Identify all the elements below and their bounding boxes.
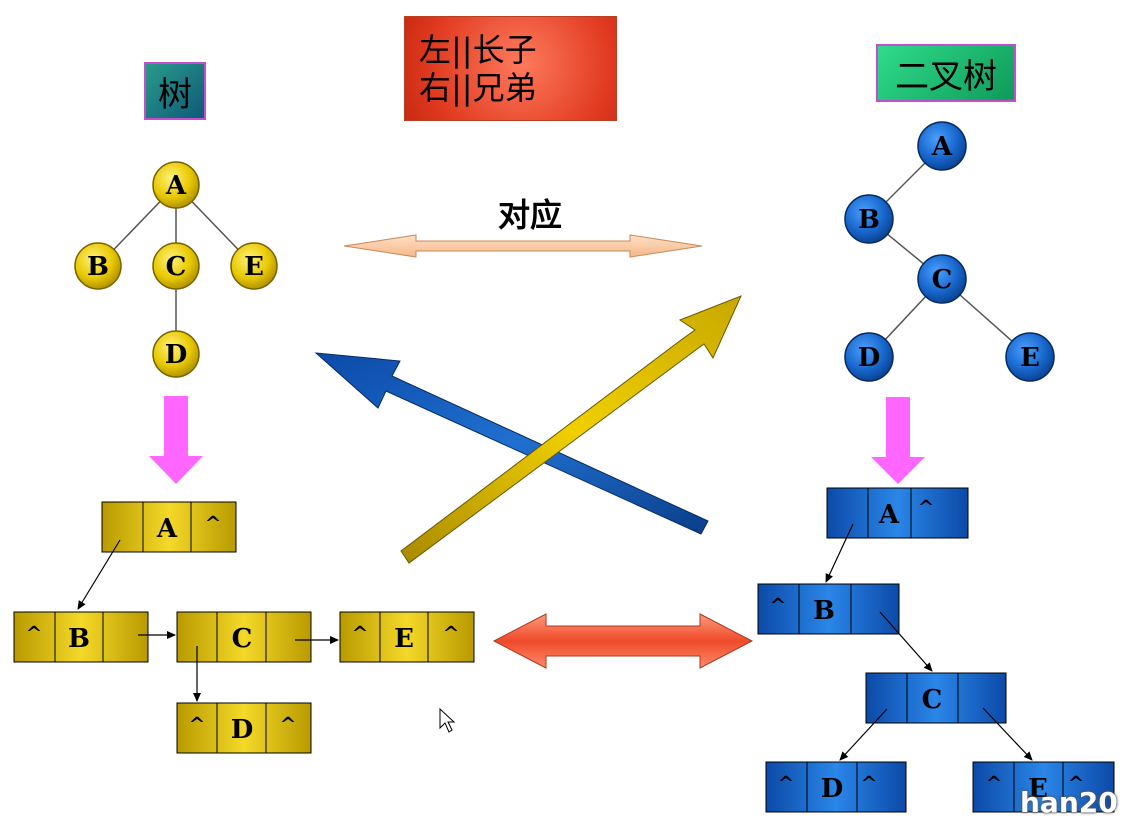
left-cell-d-sibling: ^: [280, 712, 297, 736]
left-pointer-a-b: [77, 539, 121, 610]
left-cell-e-child: ^: [352, 621, 369, 645]
tree-node-b: B: [74, 242, 122, 290]
right-cell-b-data: B: [813, 596, 835, 626]
bintree-node-b: B: [844, 194, 894, 244]
tree-node-c: C: [152, 242, 200, 290]
bintree-node-d: D: [844, 332, 894, 382]
right-cell-group-d: ^ D ^: [765, 761, 907, 813]
tree-node-d-label: D: [165, 340, 188, 370]
left-cell-d-child: ^: [189, 712, 206, 736]
right-cell-group-c: C: [865, 672, 1007, 724]
bintree-node-e-label: E: [1020, 343, 1040, 373]
left-pointers: [77, 539, 339, 702]
right-cell-d-rchild: ^: [861, 771, 878, 795]
tree-node-a: A: [152, 161, 200, 209]
left-cell-c-data: C: [232, 624, 253, 654]
bintree-node-b-label: B: [858, 205, 880, 235]
tree-node-c-label: C: [166, 252, 187, 282]
bintree-node-e: E: [1005, 332, 1055, 382]
right-cell-group-e: ^ E ^: [972, 761, 1115, 813]
right-down-arrow: [871, 397, 925, 484]
right-pointer-c-e: [982, 707, 1033, 761]
right-pointer-a-b: [825, 523, 854, 583]
left-cell-a-sibling: ^: [205, 511, 222, 535]
correspond-double-arrow: [343, 234, 703, 258]
left-cell-group-e: ^ E ^: [339, 611, 475, 663]
right-cell-group-b: ^ B: [757, 583, 900, 635]
binary-tree-title: 二叉树: [876, 44, 1016, 102]
rule-line-2: 右||兄弟: [419, 68, 537, 107]
left-cell-group-a: A ^: [101, 501, 237, 553]
watermark-text: han20: [1020, 786, 1118, 819]
right-cell-d-lchild: ^: [778, 771, 795, 795]
left-cell-b-child: ^: [26, 621, 43, 645]
right-cell-group-a: A ^: [826, 487, 969, 539]
tree-node-b-label: B: [87, 252, 109, 282]
right-pointer-b-c: [879, 611, 933, 672]
left-cell-d-data: D: [231, 715, 254, 745]
right-pointers: [825, 523, 1033, 761]
left-cell-group-b: ^ B: [13, 611, 149, 663]
bintree-node-a: A: [917, 121, 967, 171]
right-pointer-c-d: [839, 708, 888, 761]
rule-box: 左||长子 右||兄弟: [404, 16, 617, 121]
right-cell-e-data: E: [1028, 774, 1048, 804]
gold-diagonal-arrow: [400, 295, 742, 564]
left-cell-a-data: A: [156, 514, 178, 544]
bintree-node-c-label: C: [932, 265, 953, 295]
right-cell-e-lchild: ^: [986, 771, 1003, 795]
right-cell-a-rchild: ^: [918, 495, 935, 519]
tree-node-a-label: A: [165, 171, 187, 201]
tree-node-d: D: [152, 330, 200, 378]
left-cell-b-data: B: [68, 624, 90, 654]
tree-node-e-label: E: [244, 252, 264, 282]
right-cell-a-data: A: [878, 500, 900, 530]
right-cell-c-data: C: [922, 685, 943, 715]
right-cell-d-data: D: [821, 774, 844, 804]
mouse-cursor-icon: [439, 707, 456, 733]
left-cell-e-data: E: [394, 624, 414, 654]
equivalence-double-arrow: [492, 613, 754, 669]
left-cell-group-d: ^ D ^: [176, 702, 312, 754]
right-cell-b-lchild: ^: [770, 593, 787, 617]
correspond-label: 对应: [497, 196, 562, 234]
tree-node-e: E: [230, 242, 278, 290]
left-cell-group-c: C: [176, 611, 312, 663]
blue-diagonal-arrow: [314, 352, 709, 535]
tree-title: 树: [144, 62, 206, 120]
bintree-node-a-label: A: [931, 132, 953, 162]
rule-line-1: 左||长子: [419, 30, 537, 69]
bintree-node-c: C: [917, 254, 967, 304]
bintree-edges: [868, 145, 1031, 358]
left-cell-e-sibling: ^: [443, 621, 460, 645]
bintree-node-d-label: D: [858, 343, 881, 373]
left-down-arrow: [149, 396, 203, 484]
right-cell-e-rchild: ^: [1068, 771, 1085, 795]
